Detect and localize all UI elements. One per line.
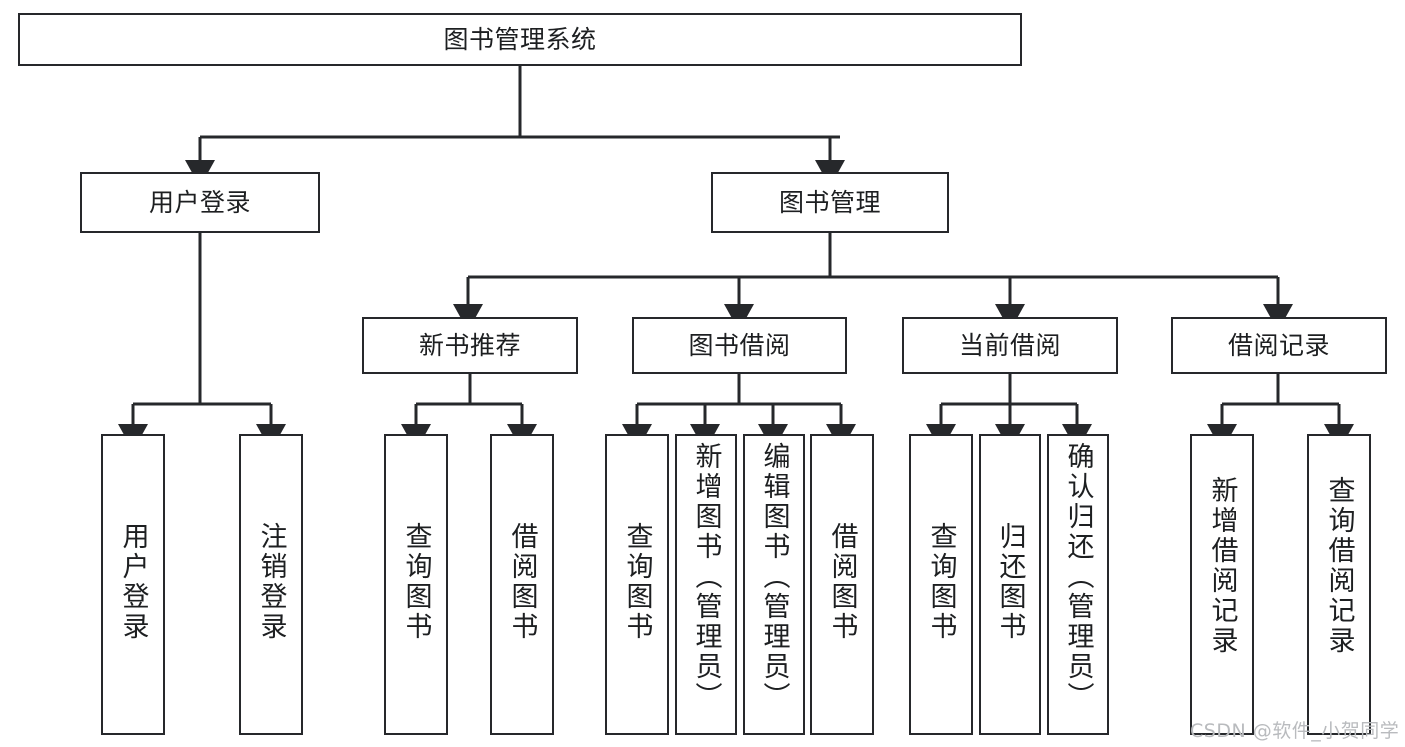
node-leaf-query-book-1-label: 查询图书 bbox=[400, 522, 432, 642]
node-leaf-user-login[interactable]: 用户登录 bbox=[101, 434, 165, 735]
node-leaf-borrow-book-1[interactable]: 借阅图书 bbox=[490, 434, 554, 735]
node-user-login[interactable]: 用户登录 bbox=[80, 172, 320, 233]
node-new-book-rec[interactable]: 新书推荐 bbox=[362, 317, 578, 374]
node-leaf-query-book-2[interactable]: 查询图书 bbox=[605, 434, 669, 735]
node-leaf-return-book-label: 归还图书 bbox=[994, 522, 1026, 642]
node-leaf-add-book-label: 新增图书（管理员） bbox=[690, 442, 722, 712]
node-book-borrow[interactable]: 图书借阅 bbox=[632, 317, 847, 374]
node-new-book-rec-label: 新书推荐 bbox=[418, 330, 521, 360]
node-leaf-add-record-label: 新增借阅记录 bbox=[1206, 476, 1238, 656]
node-book-borrow-label: 图书借阅 bbox=[688, 330, 791, 360]
node-leaf-edit-book-label: 编辑图书（管理员） bbox=[758, 442, 790, 712]
node-leaf-logout-label: 注销登录 bbox=[255, 522, 287, 642]
node-leaf-query-record[interactable]: 查询借阅记录 bbox=[1307, 434, 1371, 735]
node-leaf-confirm-return-label: 确认归还（管理员） bbox=[1062, 442, 1094, 712]
node-leaf-user-login-label: 用户登录 bbox=[117, 522, 149, 642]
node-book-manage-label: 图书管理 bbox=[778, 187, 881, 217]
node-leaf-borrow-book-1-label: 借阅图书 bbox=[506, 522, 538, 642]
node-leaf-borrow-book-2[interactable]: 借阅图书 bbox=[810, 434, 874, 735]
node-leaf-query-book-3[interactable]: 查询图书 bbox=[909, 434, 973, 735]
node-leaf-query-book-3-label: 查询图书 bbox=[925, 522, 957, 642]
node-current-borrow[interactable]: 当前借阅 bbox=[902, 317, 1118, 374]
csdn-watermark: CSDN @软件_小贺同学 bbox=[1190, 720, 1400, 742]
node-leaf-confirm-return[interactable]: 确认归还（管理员） bbox=[1047, 434, 1109, 735]
node-leaf-add-record[interactable]: 新增借阅记录 bbox=[1190, 434, 1254, 735]
node-leaf-logout[interactable]: 注销登录 bbox=[239, 434, 303, 735]
node-user-login-label: 用户登录 bbox=[148, 187, 251, 217]
node-leaf-borrow-book-2-label: 借阅图书 bbox=[826, 522, 858, 642]
node-leaf-edit-book[interactable]: 编辑图书（管理员） bbox=[743, 434, 805, 735]
node-borrow-record[interactable]: 借阅记录 bbox=[1171, 317, 1387, 374]
node-leaf-query-book-1[interactable]: 查询图书 bbox=[384, 434, 448, 735]
node-leaf-return-book[interactable]: 归还图书 bbox=[979, 434, 1041, 735]
node-borrow-record-label: 借阅记录 bbox=[1227, 330, 1330, 360]
node-leaf-add-book[interactable]: 新增图书（管理员） bbox=[675, 434, 737, 735]
node-book-manage[interactable]: 图书管理 bbox=[711, 172, 949, 233]
node-current-borrow-label: 当前借阅 bbox=[958, 330, 1061, 360]
node-leaf-query-record-label: 查询借阅记录 bbox=[1323, 476, 1355, 656]
node-root[interactable]: 图书管理系统 bbox=[18, 13, 1022, 66]
node-leaf-query-book-2-label: 查询图书 bbox=[621, 522, 653, 642]
node-root-label: 图书管理系统 bbox=[443, 24, 597, 54]
